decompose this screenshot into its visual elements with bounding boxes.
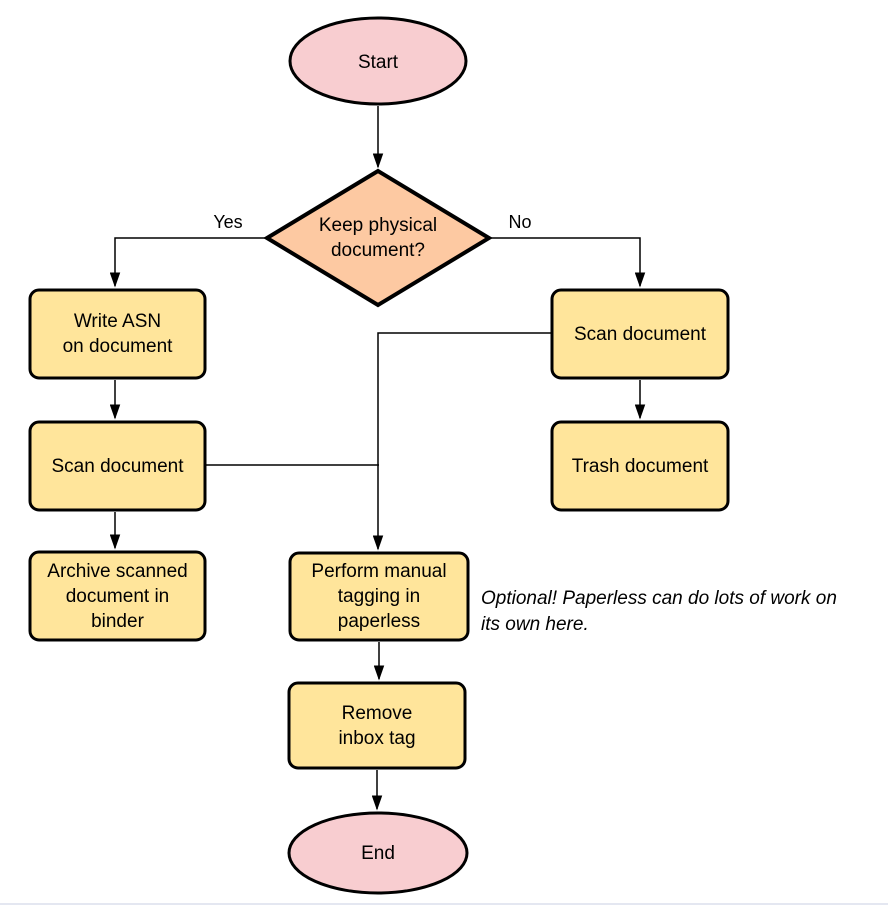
edge-scan-right-to-perform-tagging: [372, 332, 552, 551]
write-asn-process-shape: [28, 288, 207, 380]
perform-tagging-process-shape: [288, 551, 470, 642]
end-terminator-shape: [287, 811, 469, 895]
edge-decision-no-to-scan-right: [488, 237, 646, 288]
decision-diamond-shape: [263, 168, 493, 308]
window-bottom-border: [0, 903, 888, 905]
trash-process-shape: [550, 420, 730, 512]
scan-left-process-shape: [28, 420, 207, 512]
optional-note: Optional! Paperless can do lots of work …: [481, 588, 837, 635]
archive-process-shape: [28, 550, 207, 642]
start-terminator-shape: [288, 16, 468, 106]
edge-decision-yes-to-write-asn: [109, 237, 268, 288]
scan-right-process-shape: [550, 288, 730, 380]
remove-inbox-process-shape: [287, 681, 467, 770]
